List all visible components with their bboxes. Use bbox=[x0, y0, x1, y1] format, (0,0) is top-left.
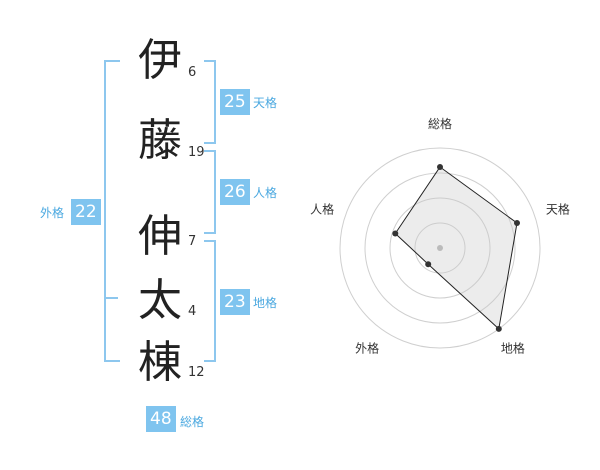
tenkaku-label: 天格 bbox=[253, 96, 278, 110]
radar-center-dot bbox=[437, 245, 443, 251]
stroke-count-1: 6 bbox=[188, 65, 197, 80]
radar-ring-3 bbox=[364, 172, 516, 324]
stroke-count-2: 19 bbox=[188, 145, 205, 160]
radar-axis-label-3: 外格 bbox=[355, 340, 379, 355]
radar-axis-label-2: 地格 bbox=[501, 340, 525, 355]
radar-area bbox=[394, 166, 518, 330]
radar-point-4 bbox=[392, 230, 399, 237]
name-char-1: 伊 bbox=[138, 35, 182, 86]
radar-points bbox=[392, 164, 520, 332]
name-char-3: 伸 bbox=[138, 211, 182, 262]
soukaku-label: 総格 bbox=[180, 415, 205, 429]
outer-bracket bbox=[104, 60, 120, 362]
radar-point-1 bbox=[514, 220, 520, 226]
radar-axis-label-4: 人格 bbox=[310, 202, 334, 217]
radar-ring-2 bbox=[389, 197, 491, 299]
radar-ring-4 bbox=[339, 147, 541, 349]
gaikaku-score: 22 bbox=[71, 199, 101, 225]
chikaku-bracket bbox=[204, 240, 216, 362]
name-char-5: 棟 bbox=[138, 337, 182, 388]
jinkaku-label: 人格 bbox=[253, 186, 278, 200]
radar-ring-1 bbox=[414, 222, 466, 274]
name-char-2: 藤 bbox=[138, 115, 182, 166]
soukaku-score: 48 bbox=[146, 406, 176, 432]
chikaku-score: 23 bbox=[220, 289, 250, 315]
jinkaku-bracket bbox=[204, 150, 216, 234]
radar-point-3 bbox=[425, 261, 432, 268]
radar-point-2 bbox=[495, 325, 502, 332]
radar-point-0 bbox=[437, 164, 443, 170]
radar-rings bbox=[339, 147, 541, 349]
gaikaku-label: 外格 bbox=[40, 206, 65, 220]
stroke-count-3: 7 bbox=[188, 234, 197, 249]
stroke-count-4: 4 bbox=[188, 304, 197, 319]
outer-bracket-tick bbox=[106, 297, 118, 299]
jinkaku-score: 26 bbox=[220, 179, 250, 205]
chikaku-label: 地格 bbox=[253, 296, 278, 310]
radar-axis-label-1: 天格 bbox=[546, 202, 570, 217]
name-char-4: 太 bbox=[138, 275, 182, 326]
tenkaku-bracket bbox=[204, 60, 216, 144]
stroke-count-5: 12 bbox=[188, 365, 205, 380]
tenkaku-score: 25 bbox=[220, 89, 250, 115]
radar-axis-label-0: 総格 bbox=[428, 116, 452, 131]
